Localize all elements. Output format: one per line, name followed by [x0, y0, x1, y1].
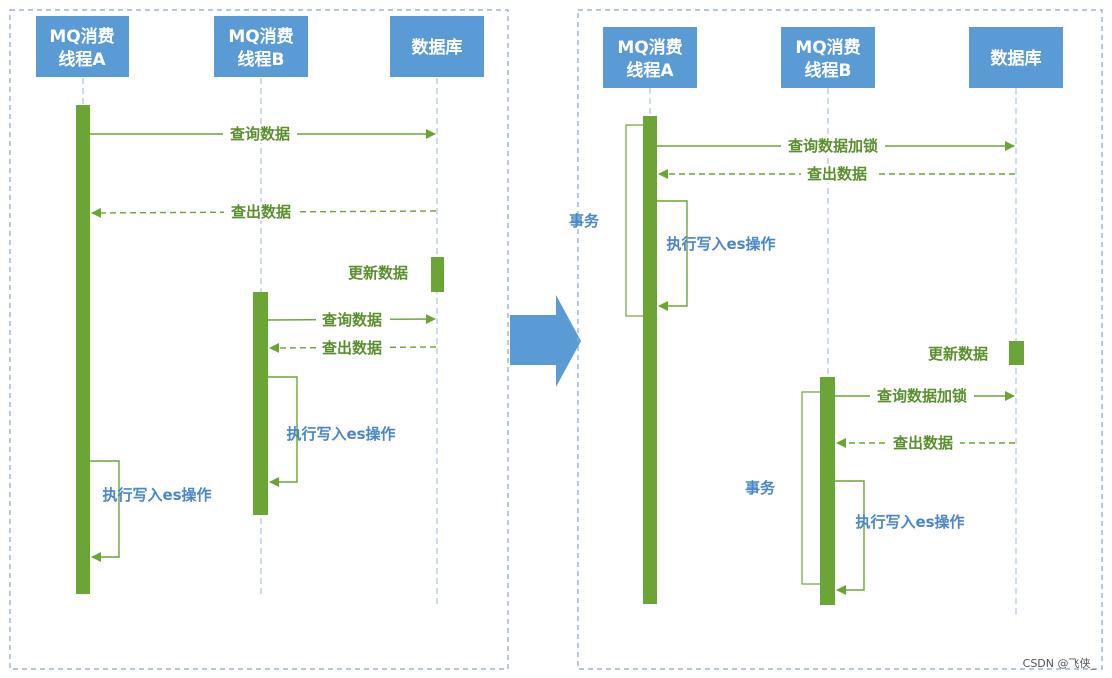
- header-line-1: MQ消费: [49, 26, 114, 47]
- left-activation-b: [253, 292, 268, 515]
- right-label-update: 更新数据: [928, 345, 988, 363]
- right-self-call-b: [835, 480, 865, 595]
- right-label-tx-b: 事务: [745, 479, 776, 497]
- left-activation-db: [431, 257, 444, 292]
- right-label-write-a: 执行写入es操作: [666, 235, 775, 253]
- right-header-thread-b: MQ消费 线程B: [781, 27, 875, 88]
- left-label-result-b: 查出数据: [322, 339, 382, 357]
- right-activation-db: [1009, 341, 1024, 365]
- left-header-db: 数据库: [390, 16, 484, 77]
- right-header-thread-a: MQ消费 线程A: [603, 27, 697, 88]
- left-label-update: 更新数据: [348, 264, 408, 282]
- right-self-call-a: [657, 200, 688, 311]
- right-activation-a: [643, 116, 657, 604]
- right-label-result-b: 查出数据: [893, 434, 953, 452]
- right-frame: [577, 9, 1103, 670]
- header-line: 数据库: [991, 48, 1042, 69]
- right-label-query-lock-a: 查询数据加锁: [788, 137, 878, 155]
- right-label-tx-a: 事务: [569, 212, 600, 230]
- header-line-2: 线程A: [626, 60, 674, 81]
- header-line-1: MQ消费: [228, 26, 293, 47]
- left-label-write-b: 执行写入es操作: [286, 425, 395, 443]
- header-line: 数据库: [412, 37, 463, 58]
- header-line-1: MQ消费: [617, 37, 682, 58]
- right-label-result-a: 查出数据: [807, 165, 867, 183]
- header-line-2: 线程B: [805, 60, 852, 81]
- left-label-write-a: 执行写入es操作: [102, 486, 211, 504]
- header-line-2: 线程A: [58, 49, 106, 70]
- left-label-result-a: 查出数据: [231, 203, 291, 221]
- left-activation-a: [76, 105, 90, 594]
- right-activation-b: [820, 377, 835, 605]
- right-label-write-b: 执行写入es操作: [855, 513, 964, 531]
- left-self-call-a: [90, 460, 120, 562]
- left-header-thread-b: MQ消费 线程B: [214, 16, 308, 77]
- watermark: CSDN @飞侠_: [1023, 657, 1097, 670]
- transition-arrow: [510, 295, 581, 387]
- header-line-1: MQ消费: [795, 37, 860, 58]
- right-label-query-lock-b: 查询数据加锁: [877, 387, 967, 405]
- right-header-db: 数据库: [969, 27, 1063, 88]
- left-frame: [9, 9, 509, 670]
- left-label-query-a: 查询数据: [230, 125, 290, 143]
- left-self-call-b: [268, 376, 298, 487]
- left-header-thread-a: MQ消费 线程A: [36, 16, 129, 77]
- left-label-query-b: 查询数据: [322, 311, 382, 329]
- header-line-2: 线程B: [238, 49, 285, 70]
